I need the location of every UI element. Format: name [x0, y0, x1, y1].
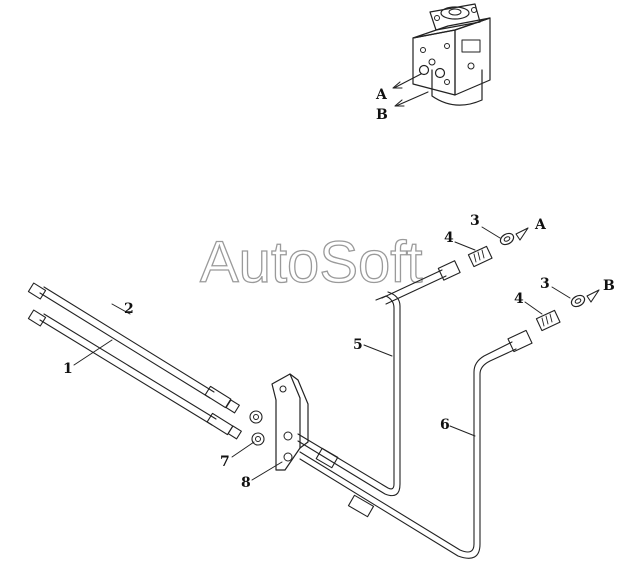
fitting-4b	[535, 309, 561, 332]
hose-2	[27, 282, 240, 414]
callout-5: 5	[353, 337, 363, 353]
port-a-label: A	[375, 87, 388, 103]
callout-3a: 3	[470, 213, 480, 229]
callout-1: 1	[63, 361, 73, 377]
endpoint-a-label: A	[534, 217, 547, 233]
pipe-5	[297, 260, 461, 497]
callout-6: 6	[440, 417, 450, 433]
callout-7: 7	[220, 454, 230, 470]
callout-2: 2	[124, 301, 134, 317]
hose-1	[27, 309, 242, 440]
washer-3a	[499, 227, 529, 246]
callout-4b: 4	[514, 291, 524, 307]
washer-3b	[570, 289, 600, 308]
endpoint-b-label: B	[603, 278, 615, 294]
callout-3b: 3	[540, 276, 550, 292]
fitting-4a	[467, 245, 493, 268]
nut-7	[249, 410, 265, 446]
callout-4a: 4	[444, 230, 454, 246]
port-b-label: B	[376, 107, 388, 123]
pipe-6	[299, 329, 533, 559]
leader-lines	[73, 226, 571, 481]
watermark: AutoSoft	[200, 230, 422, 295]
steering-valve: A B	[375, 3, 491, 123]
bracket-8	[271, 373, 309, 471]
callout-8: 8	[241, 475, 251, 491]
